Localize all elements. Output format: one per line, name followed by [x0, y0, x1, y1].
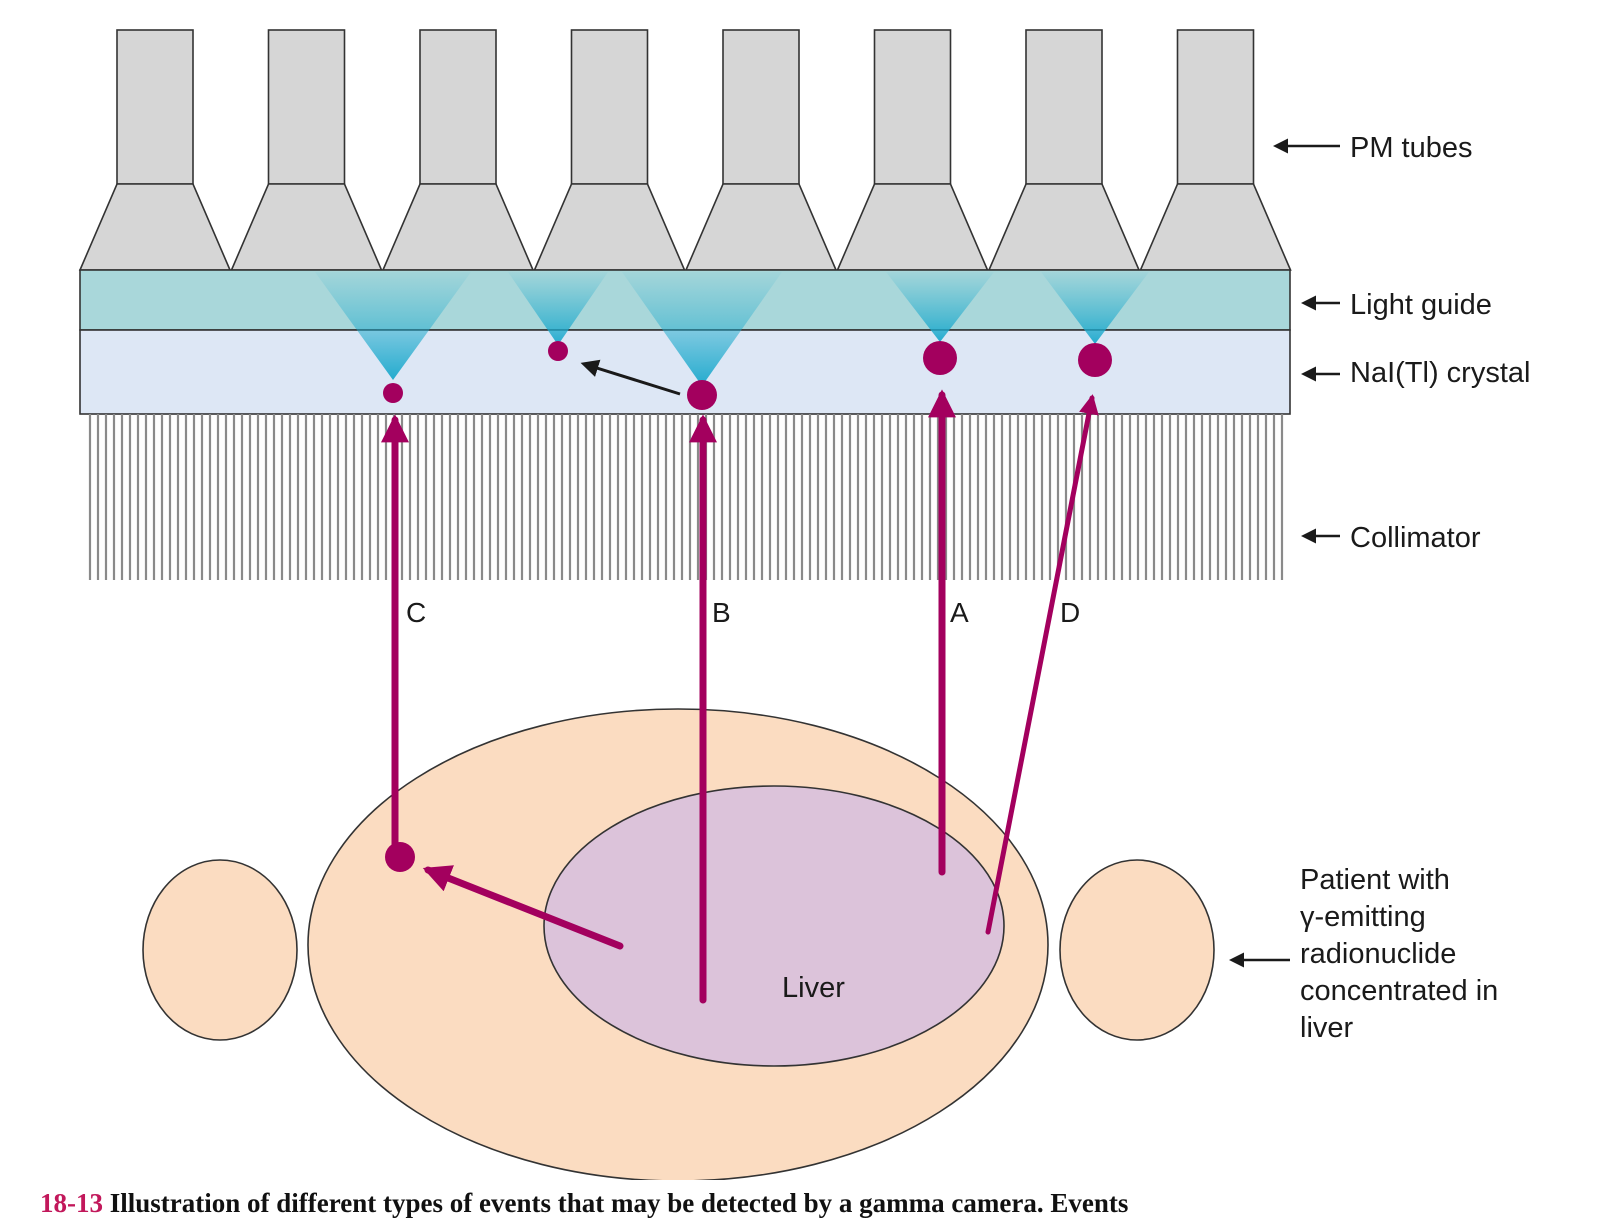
scintillation-cone — [508, 272, 608, 345]
pm-tube-base — [533, 183, 686, 271]
scintillation-cone — [315, 272, 471, 380]
ray-label-b: B — [712, 597, 731, 628]
patient-arm-left — [142, 859, 298, 1041]
gamma-rays — [381, 389, 1099, 1004]
pm-tubes-label: PM tubes — [1350, 132, 1473, 164]
dot-a-crystal — [923, 341, 957, 375]
ray-c-scatter — [422, 865, 624, 950]
pm-tube-base — [1139, 183, 1292, 271]
collimator — [88, 414, 1284, 580]
dot-c-scatter — [385, 842, 415, 872]
scintillation-cone — [1041, 272, 1149, 344]
pm-tube-neck — [722, 29, 800, 185]
scintillation-cone — [886, 272, 994, 342]
patient — [142, 708, 1215, 1180]
liver — [543, 785, 1005, 1067]
figure-caption: 18-13 Illustration of different types of… — [0, 1182, 1600, 1225]
pm-tube-neck — [1025, 29, 1103, 185]
compton-scatter-arrow — [580, 359, 681, 396]
pm-tube-neck — [873, 29, 952, 185]
pm-tube-base — [684, 183, 838, 271]
pm-tube-neck — [267, 29, 346, 185]
patient-arm-right — [1059, 859, 1215, 1041]
patient-label-line-5: liver — [1300, 1012, 1354, 1044]
pointer-arrows — [1229, 138, 1340, 968]
collimator-label: Collimator — [1350, 522, 1481, 554]
pm-tube-neck — [570, 29, 649, 185]
pm-tube-neck — [419, 29, 497, 185]
liver-label: Liver — [782, 972, 845, 1004]
pm-tube-base — [987, 183, 1141, 271]
pm-tube-base — [230, 183, 383, 271]
ray-label-d: D — [1060, 597, 1080, 628]
ray-label-a: A — [950, 597, 969, 628]
dot-b-crystal — [687, 380, 717, 410]
dot-d-crystal — [1078, 343, 1112, 377]
patient-label-line-2: γ-emitting — [1300, 901, 1426, 933]
scintillation-cones — [315, 272, 1149, 386]
crystal-label: NaI(Tl) crystal — [1350, 357, 1530, 389]
scintillation-cone — [622, 272, 782, 386]
figure-number: 18-13 — [40, 1188, 103, 1218]
pm-tube-base — [381, 183, 535, 271]
dot-b-scattered — [548, 341, 568, 361]
pm-tubes — [78, 29, 1292, 271]
ray-d — [985, 394, 1099, 935]
interaction-points — [383, 341, 1112, 872]
dot-c-crystal — [383, 383, 403, 403]
diagram-canvas: C B A D Liver PM tubes Light guide NaI(T… — [78, 29, 1530, 1180]
pm-tube-base — [78, 183, 232, 271]
caption-text: Illustration of different types of event… — [109, 1188, 1129, 1218]
patient-label-line-1: Patient with — [1300, 864, 1450, 896]
light-guide-label: Light guide — [1350, 289, 1492, 321]
patient-label-line-3: radionuclide — [1300, 938, 1456, 970]
patient-label-line-4: concentrated in — [1300, 975, 1498, 1007]
ray-label-c: C — [406, 597, 426, 628]
pm-tube-base — [836, 183, 989, 271]
pm-tube-neck — [1176, 29, 1255, 185]
pm-tube-neck — [116, 29, 194, 185]
patient-label: Patient with γ-emitting radionuclide con… — [1300, 864, 1506, 1044]
